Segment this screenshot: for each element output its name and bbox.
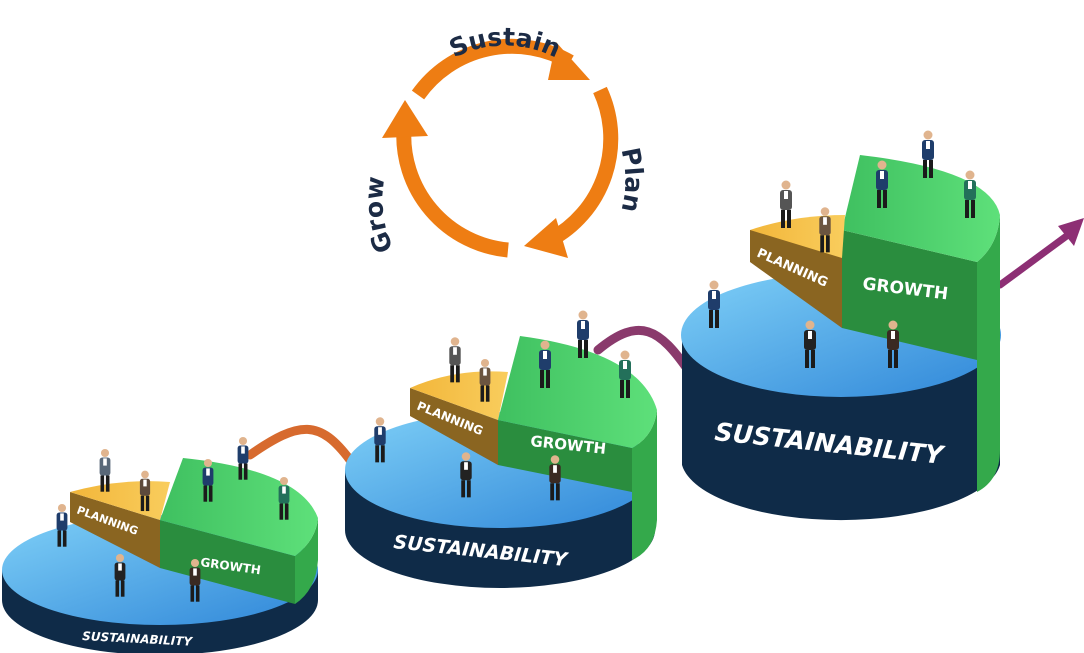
person-figure [804,320,816,368]
stage-2-growth-edge [632,410,657,560]
person-figure [708,280,720,328]
cycle-arrowhead-left-icon [382,100,428,138]
person-figure [479,358,491,402]
person-figure [876,160,888,208]
stage-1-planning-side [70,492,160,568]
person-figure [374,417,386,463]
stage-1-growth-side [160,520,295,604]
person-figure [819,207,831,253]
arrowhead-icon [1058,218,1084,246]
person-figure [202,458,214,502]
person-figure [99,448,111,492]
people-figures [56,130,976,602]
person-figure [114,553,126,597]
cycle-arrow-left [396,127,509,258]
stage-2-planning-side [410,388,498,465]
cycle-arrow-top [411,38,574,100]
person-figure [539,340,551,388]
person-figure [237,436,249,480]
person-figure [619,350,631,398]
cycle-diagram: Sustain Plan Grow [359,22,649,258]
person-figure [922,130,934,178]
stage-3-growth-edge [977,215,1000,492]
stage-2: PLANNING GROWTH SUSTAINABILITY [345,336,657,588]
stage-3-growth-side [842,230,977,360]
person-figure [964,170,976,218]
person-figure [139,470,151,512]
cycle-arrowhead-top-icon [548,42,590,80]
person-figure [278,476,290,520]
cycle-label-plan: Plan [616,145,649,215]
stage-1-growth-edge [295,518,318,604]
cycle-arrowhead-right-icon [524,218,568,258]
cycle-label-sustain: Sustain [445,22,565,63]
person-figure [549,455,561,501]
growth-path-segment-1 [245,424,355,465]
person-figure [56,503,68,547]
stage-1-growth-top [160,458,318,556]
cycle-arrow-right [546,86,619,247]
stage-3-planning-side [750,230,842,328]
stage-1-sustainability-label: SUSTAINABILITY [82,629,194,649]
growth-path-segment-2 [593,325,693,375]
person-figure [189,558,201,602]
stage-1: PLANNING GROWTH SUSTAINABILITY [2,458,318,653]
person-figure [449,337,461,383]
growth-arrow [996,228,1076,289]
person-figure [577,310,589,358]
person-figure [780,180,792,228]
stage-2-growth-side [498,420,632,492]
cycle-label-grow: Grow [359,175,399,257]
stage-3: PLANNING GROWTH SUSTAINABILITY [681,155,1001,521]
stage-2-growth-top [498,336,657,448]
person-figure [460,452,472,498]
growth-path [245,218,1084,465]
person-figure [887,320,899,368]
